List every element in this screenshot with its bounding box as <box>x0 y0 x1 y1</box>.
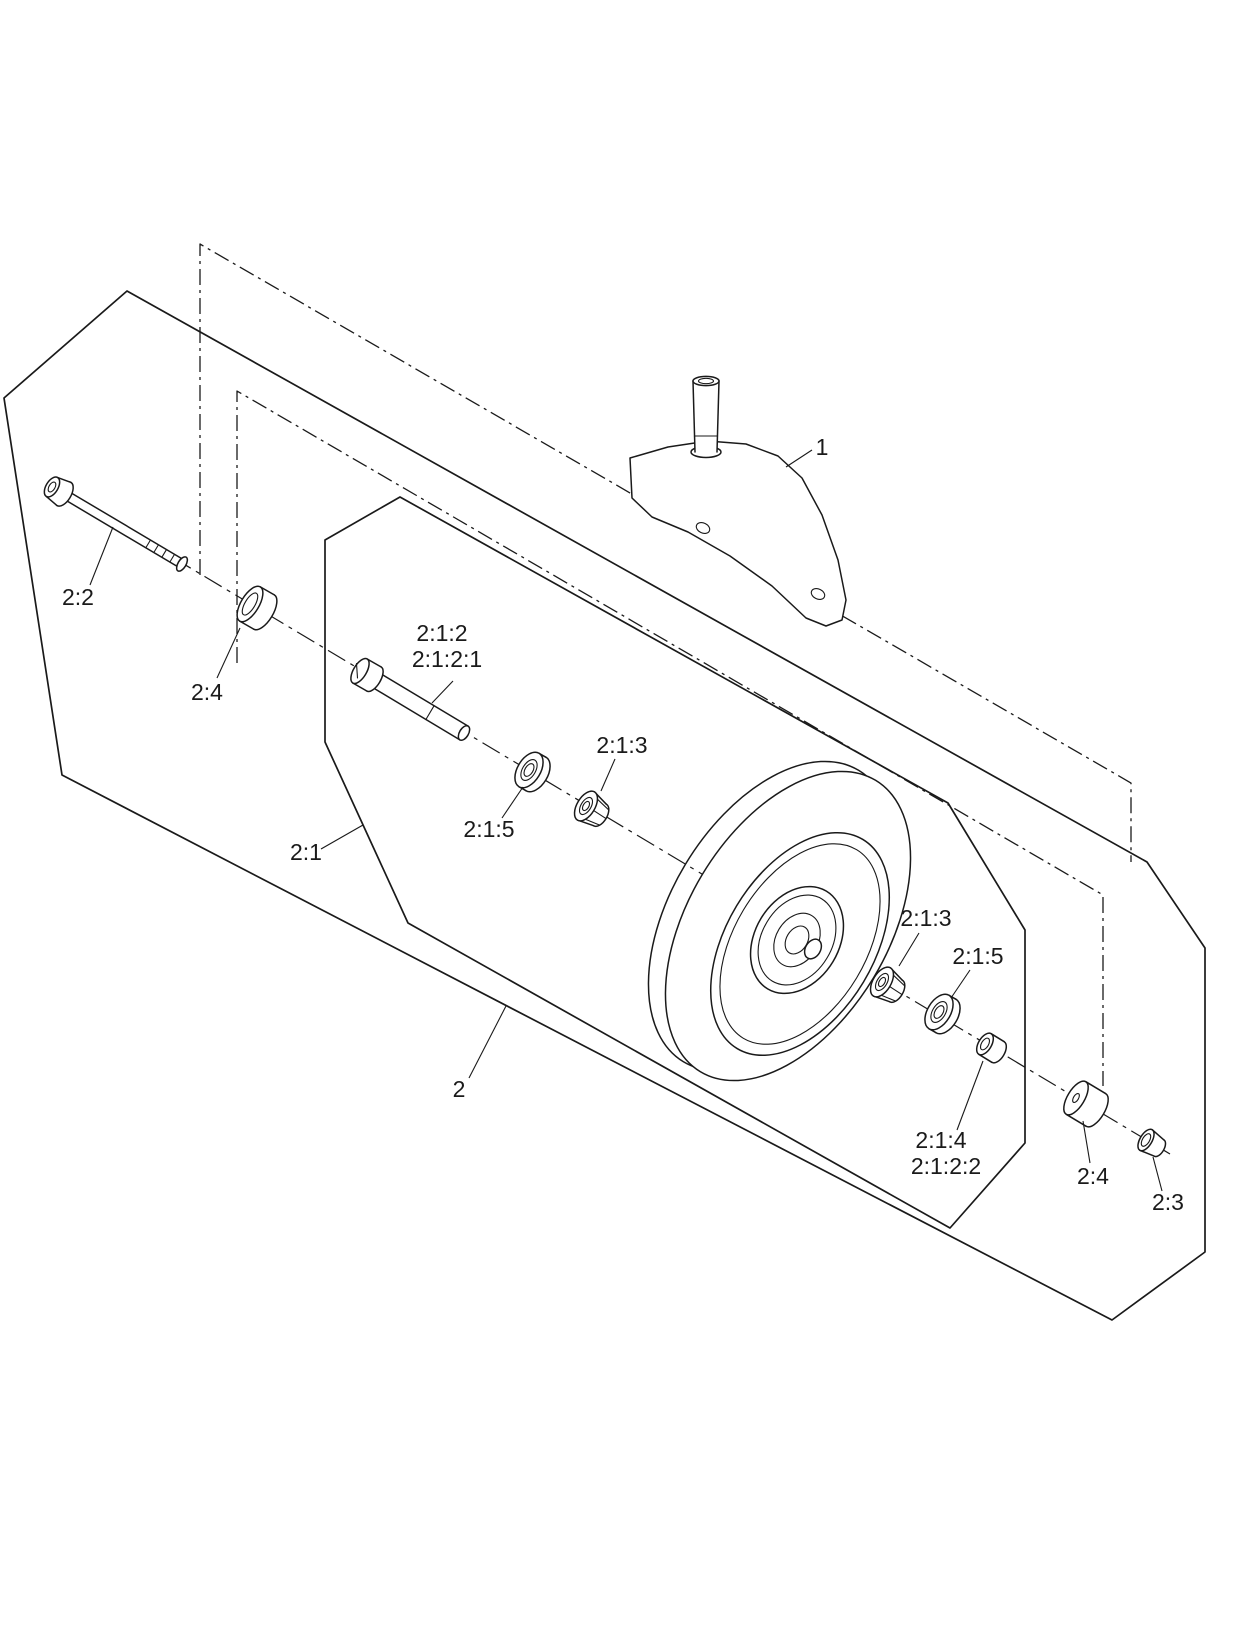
spacer-small <box>975 1032 1008 1064</box>
callout-bearing-left-label: 2:1:3 <box>596 732 647 758</box>
callout-bearing-right: 2:1:3 <box>898 905 952 967</box>
flange-nut <box>1137 1128 1167 1158</box>
callout-seal-left-label: 2:1:5 <box>463 816 514 842</box>
spacer-bore <box>241 592 259 616</box>
fork-body <box>629 440 847 627</box>
bolt-tip <box>175 556 189 572</box>
callout-seal-right-label: 2:1:5 <box>952 943 1003 969</box>
callout-fork: 1 <box>785 434 829 468</box>
bearing-left <box>573 790 610 828</box>
callout-spacer-right: 2:4 <box>1077 1120 1109 1189</box>
callout-fork-label: 1 <box>816 434 829 460</box>
callout-spacer-left-label: 2:4 <box>191 679 223 705</box>
callout-bolt: 2:2 <box>62 526 114 610</box>
tire-rim-edge <box>709 831 891 1057</box>
callouts: 1 2:2 2:4 2:1:2 2:1:2:1 2:1:5 2:1:3 2:1 <box>62 434 1184 1215</box>
callout-spacer-right-label: 2:4 <box>1077 1163 1109 1189</box>
stem-top <box>692 375 720 387</box>
bolt-head <box>43 476 61 498</box>
phantom-outline-outer <box>199 243 1132 862</box>
callout-axle-label-1: 2:1:2 <box>416 620 467 646</box>
callout-spacer-left: 2:4 <box>191 627 241 705</box>
spacer-right <box>1063 1080 1109 1128</box>
caster-fork <box>629 375 847 627</box>
callout-seal-left: 2:1:5 <box>463 786 524 842</box>
axle-bolt <box>43 476 189 572</box>
callout-axle: 2:1:2 2:1:2:1 <box>412 620 482 704</box>
frame-plate-outline <box>3 290 1206 1321</box>
callout-axle-label-2: 2:1:2:1 <box>412 646 482 672</box>
callout-bearing-left: 2:1:3 <box>596 732 648 792</box>
seal-left <box>514 751 551 793</box>
callout-wheel-arm-label: 2:1 <box>290 839 322 865</box>
wheel-tire <box>647 760 912 1082</box>
spacer-left <box>236 585 278 631</box>
phantom-outline-inner <box>236 390 1104 1086</box>
callout-bearing-right-label: 2:1:3 <box>900 905 951 931</box>
callout-nut: 2:3 <box>1152 1156 1184 1215</box>
callout-frame: 2 <box>453 1005 507 1102</box>
axle-collar <box>350 657 370 685</box>
bearing-right <box>869 966 906 1004</box>
callout-wheel-arm: 2:1 <box>290 824 364 865</box>
callout-bolt-label: 2:2 <box>62 584 94 610</box>
fork-hole-lower <box>810 588 826 600</box>
hub-outer <box>749 885 845 995</box>
callout-spacer-small-label-1: 2:1:4 <box>915 1127 966 1153</box>
callout-seal-right: 2:1:5 <box>950 943 1004 999</box>
seal-right <box>924 993 961 1035</box>
callout-spacer-small-label-2: 2:1:2:2 <box>911 1153 981 1179</box>
fork-hole-upper <box>695 522 711 534</box>
callout-spacer-small: 2:1:4 2:1:2:2 <box>911 1060 984 1179</box>
axle-shaft <box>350 657 471 741</box>
wheel-arm-outline <box>324 496 1026 1229</box>
callout-nut-label: 2:3 <box>1152 1189 1184 1215</box>
callout-frame-label: 2 <box>453 1076 466 1102</box>
